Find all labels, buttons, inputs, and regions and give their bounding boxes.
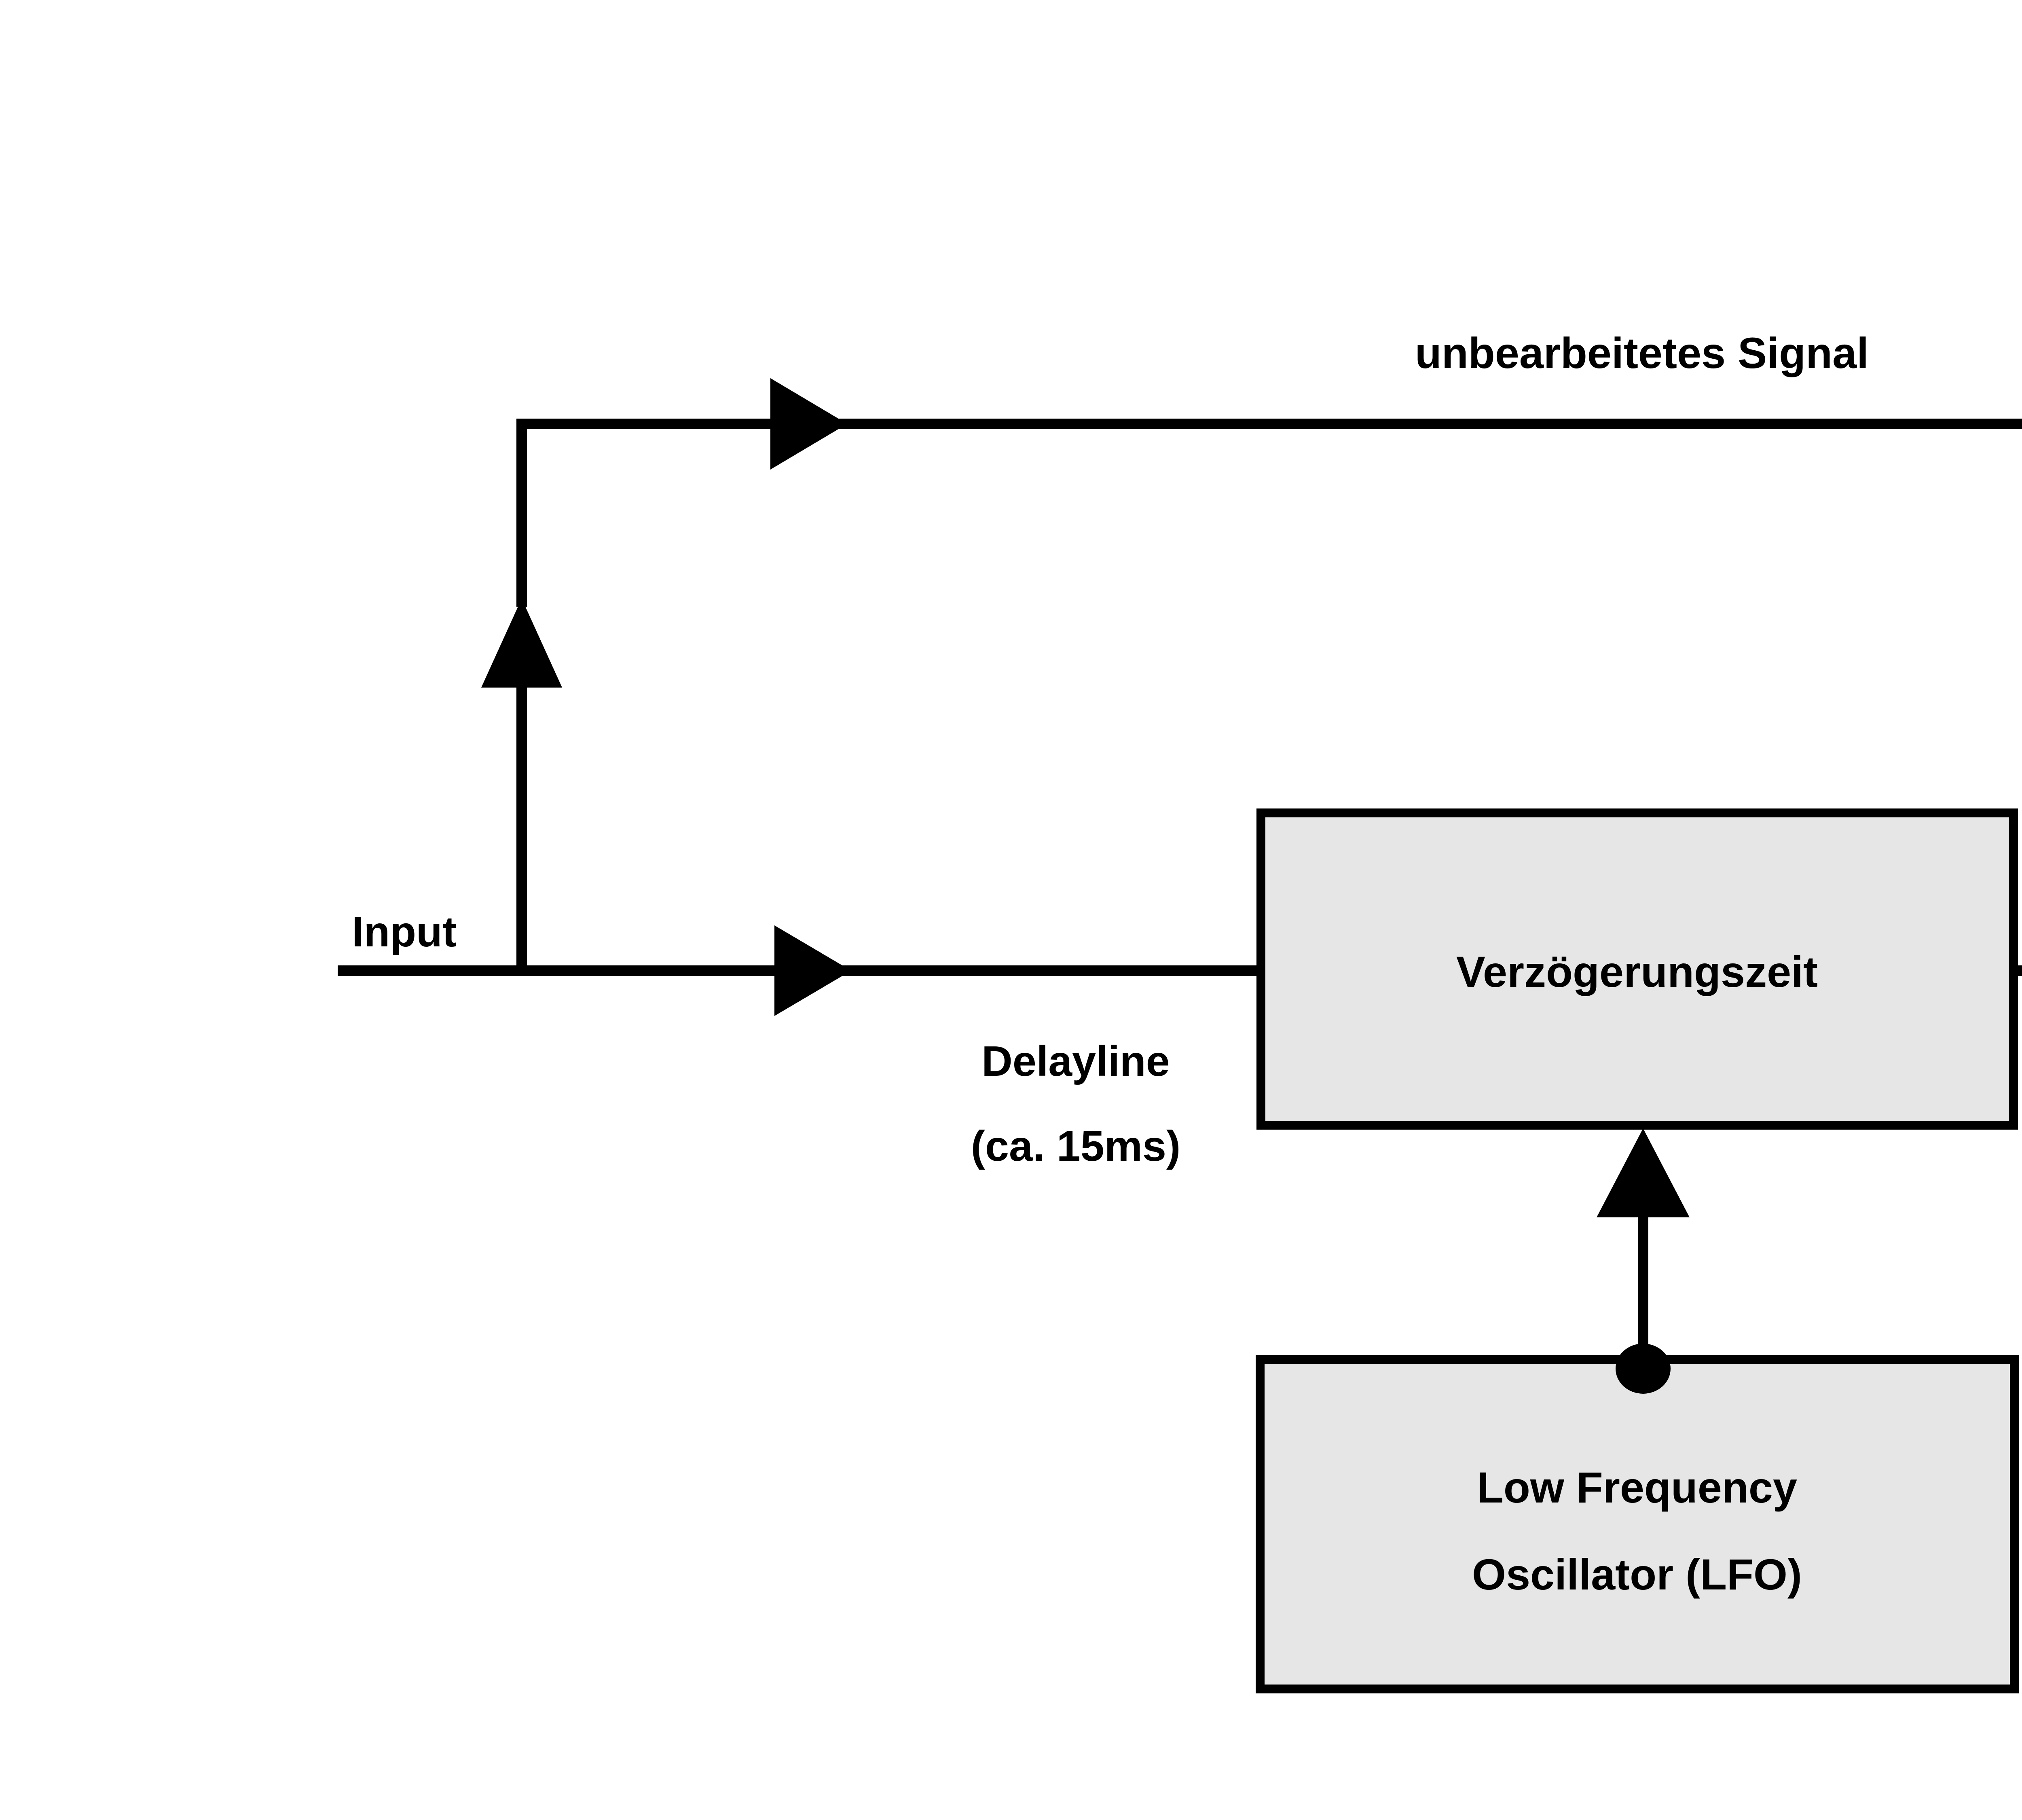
dry-branch-up-arrowhead (481, 599, 562, 688)
input-label: Input (352, 908, 457, 956)
block-delay-time-label: Verzögerungszeit (1456, 947, 1818, 996)
block-delay-time[interactable] (1256, 808, 2018, 1130)
lfo-modulation-arrowhead (1597, 1128, 1690, 1217)
delayline-label-line2: (ca. 15ms) (971, 1122, 1181, 1170)
block-lfo-label-line1: Low Frequency (1477, 1463, 1797, 1512)
wet-path-arrowhead (774, 925, 851, 1016)
lfo-tap-dot (1616, 1344, 1671, 1394)
dry-path-label: unbearbeitetes Signal (1415, 328, 1869, 377)
delayline-label-line1: Delayline (981, 1037, 1170, 1085)
block-lfo-label-line2: Oscillator (LFO) (1472, 1550, 1802, 1599)
dry-path-arrowhead-left (770, 378, 847, 470)
block-lfo[interactable] (1256, 1355, 2019, 1693)
